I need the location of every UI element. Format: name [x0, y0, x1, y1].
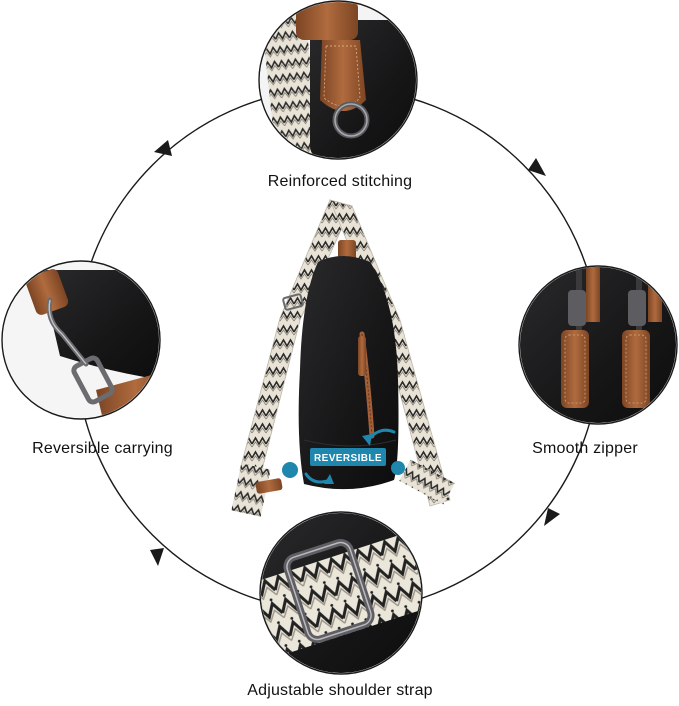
caption-reversible-carrying: Reversible carrying	[32, 440, 173, 457]
arrow-bottom-right-icon	[544, 508, 560, 526]
detail-reinforced-stitching	[258, 0, 418, 160]
detail-smooth-zipper	[518, 265, 678, 425]
arrow-top-left-icon	[154, 140, 172, 156]
caption-adjustable-shoulder-strap: Adjustable shoulder strap	[247, 682, 433, 699]
arrow-bottom-left-icon	[150, 548, 164, 566]
detail-reversible-carrying	[1, 260, 161, 420]
detail-adjustable-strap	[259, 511, 423, 675]
product-sling-bag	[231, 199, 455, 517]
arrow-top-right-icon	[528, 158, 546, 176]
caption-smooth-zipper: Smooth zipper	[532, 440, 638, 457]
reversible-badge: REVERSIBLE	[304, 428, 396, 484]
reversible-badge-label: REVERSIBLE	[314, 453, 382, 464]
caption-reinforced-stitching: Reinforced stitching	[267, 173, 413, 190]
